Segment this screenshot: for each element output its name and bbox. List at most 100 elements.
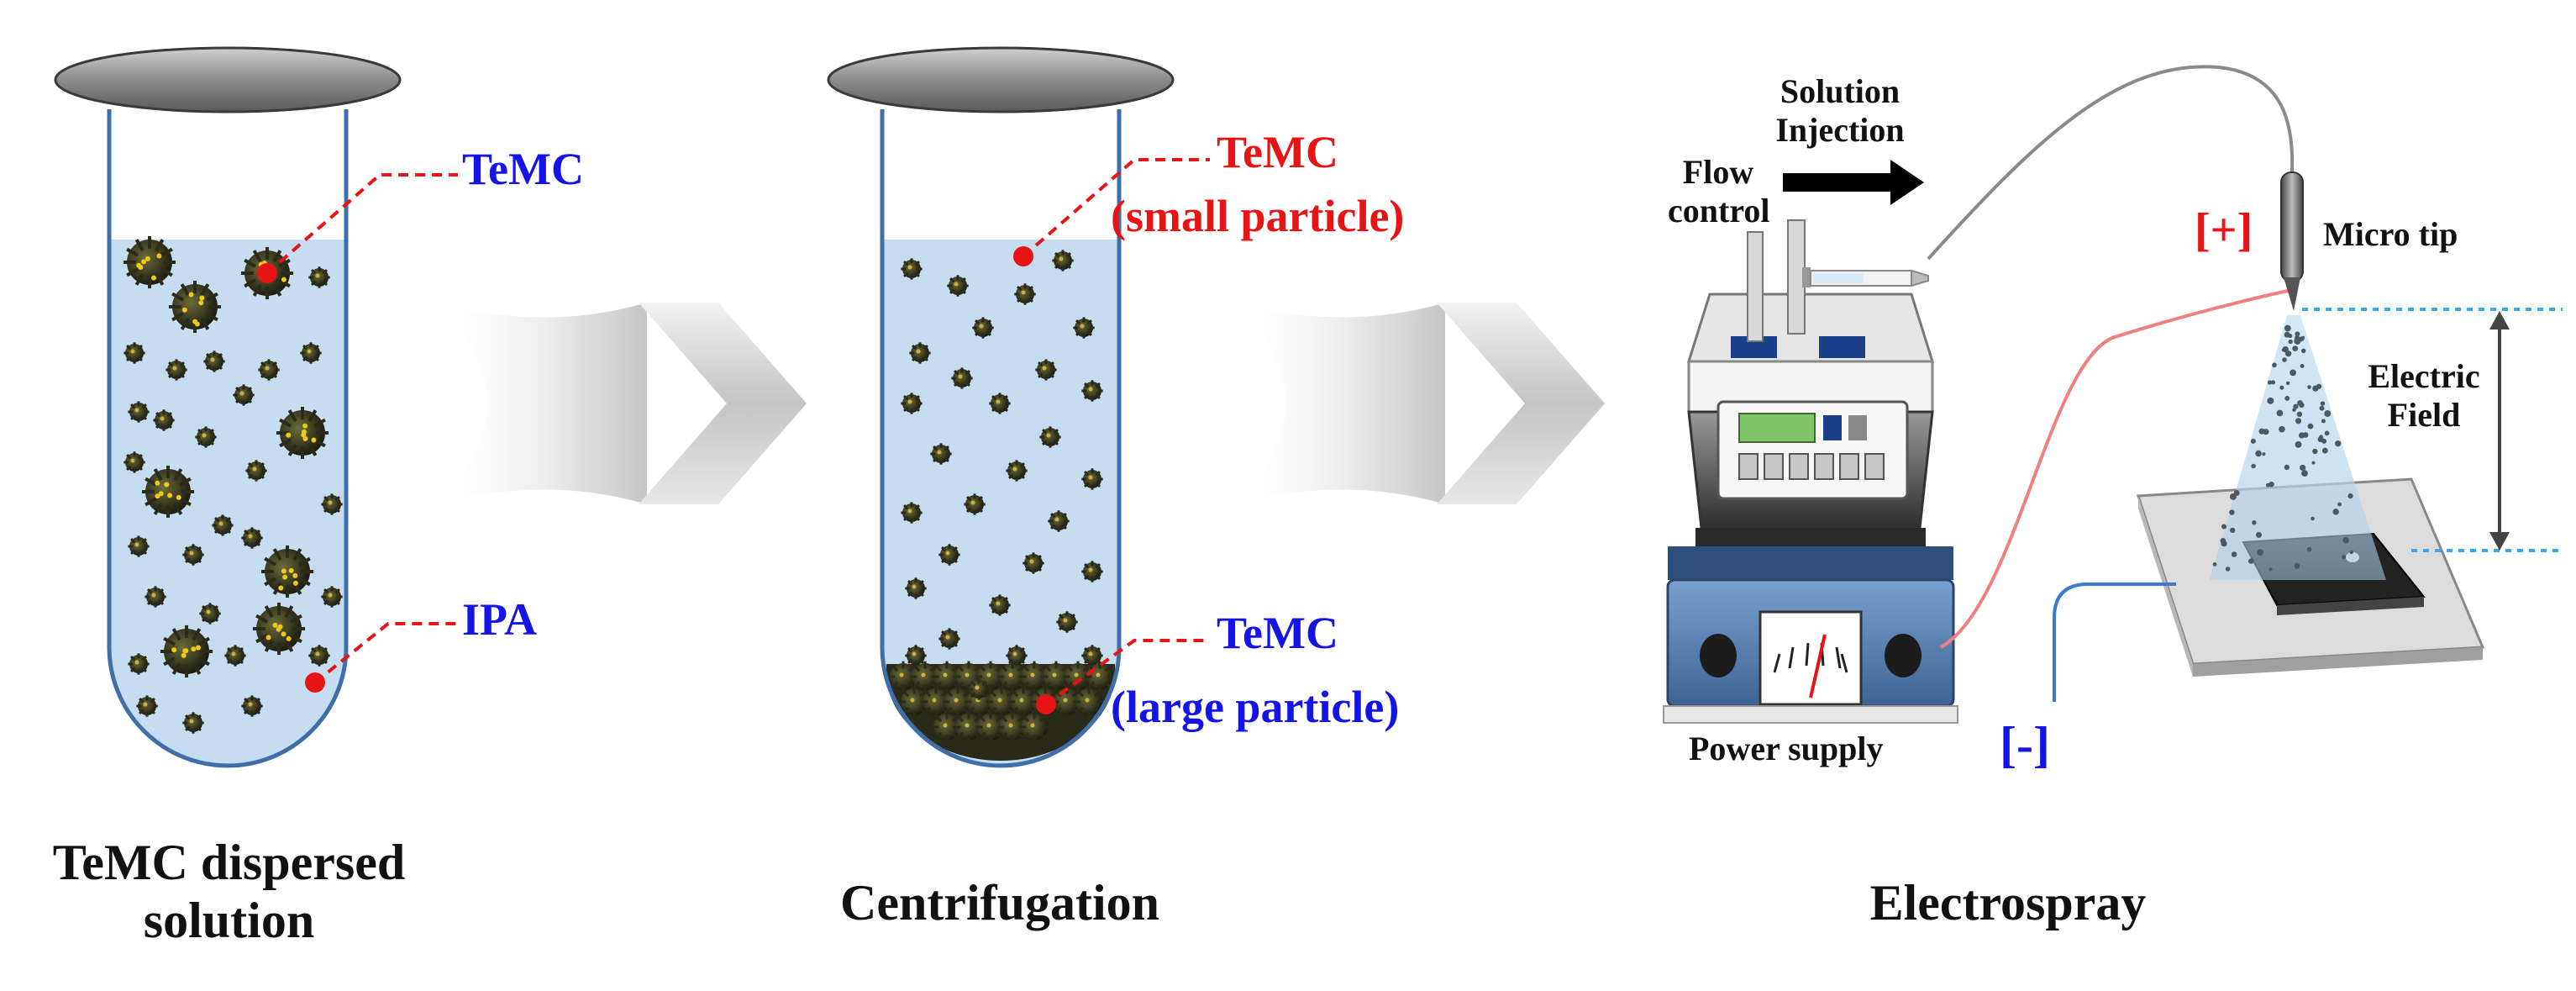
spray-droplet — [2251, 464, 2255, 468]
particle — [1035, 359, 1056, 380]
label-small-particle: (small particle) — [1111, 190, 1404, 242]
spray-droplet — [2279, 426, 2285, 433]
particle — [968, 678, 989, 699]
spray-droplet — [2316, 384, 2321, 389]
particle — [182, 544, 203, 565]
caption-stage-3: Electrospray — [1756, 874, 2260, 932]
spray-droplet — [2288, 340, 2292, 344]
spray-droplet — [2226, 567, 2231, 572]
spray-droplet — [2293, 404, 2298, 409]
spray-droplet — [2311, 461, 2315, 465]
spray-droplet — [2337, 503, 2342, 507]
particle — [308, 645, 329, 666]
particle — [166, 359, 187, 380]
spray-droplet — [2311, 517, 2315, 521]
particle — [136, 695, 157, 716]
spray-droplet — [2232, 551, 2237, 557]
particle — [901, 502, 922, 523]
spray-droplet — [2342, 537, 2349, 544]
particle — [233, 384, 254, 405]
test-tube-dispersed — [55, 48, 400, 766]
spray-droplet — [2297, 412, 2302, 417]
spray-droplet — [2325, 430, 2330, 435]
spray-droplet — [2284, 325, 2291, 332]
spray-droplet — [2282, 357, 2287, 362]
label-ipa: IPA — [462, 593, 537, 646]
particle — [938, 544, 959, 565]
label-temc: TeMC — [462, 143, 584, 195]
spray-droplet — [2312, 449, 2317, 454]
particle — [1081, 468, 1102, 489]
particle — [1081, 561, 1102, 582]
spray-droplet — [2335, 440, 2341, 446]
spray-droplet — [2268, 482, 2274, 488]
label-micro-tip: Micro tip — [2323, 215, 2458, 254]
spray-droplet — [2284, 396, 2289, 401]
particle — [972, 317, 993, 338]
particle — [128, 653, 149, 674]
particle — [947, 275, 968, 296]
spray-droplet — [2286, 382, 2289, 385]
spray-droplet — [2263, 429, 2268, 435]
particle — [203, 351, 224, 372]
spray-droplet — [2256, 532, 2262, 538]
label-negative: [-] — [2000, 716, 2050, 774]
particle — [1081, 645, 1102, 666]
particle — [124, 342, 145, 363]
particle — [321, 586, 342, 607]
process-arrow-2 — [1235, 303, 1605, 504]
particle — [1006, 460, 1027, 481]
spray-droplet — [2268, 567, 2272, 571]
particle — [300, 342, 321, 363]
label-solution-injection: Solution Injection — [1764, 72, 1916, 150]
spray-droplet — [2213, 562, 2217, 567]
label-positive: [+] — [2195, 203, 2253, 257]
particle — [245, 460, 266, 481]
label-flow-control: Flow control — [1668, 153, 1769, 230]
spray-droplet — [2295, 563, 2300, 569]
spray-droplet — [2234, 490, 2240, 496]
spray-droplet — [2255, 451, 2262, 457]
particle — [1048, 510, 1069, 531]
process-arrow-1 — [437, 303, 807, 504]
particle — [1019, 712, 1050, 743]
particle — [195, 426, 216, 447]
spray-droplet — [2321, 401, 2326, 406]
spray-droplet — [2230, 528, 2235, 533]
particle — [905, 645, 926, 666]
particle — [124, 451, 145, 472]
particle — [951, 367, 972, 388]
spray-droplet — [2252, 520, 2256, 524]
spray-droplet — [2229, 509, 2234, 514]
spray-droplet — [2295, 441, 2302, 448]
spray-droplet — [2322, 448, 2328, 454]
particle — [128, 535, 149, 556]
particle — [964, 493, 985, 514]
spray-droplet — [2262, 452, 2265, 456]
label-electric-field: Electric Field — [2361, 357, 2487, 435]
particle — [901, 393, 922, 414]
spray-droplet — [2342, 555, 2346, 559]
spray-droplet — [2300, 465, 2305, 471]
tube-lid — [55, 48, 400, 112]
spray-droplet — [2295, 338, 2301, 345]
spray-droplet — [2221, 524, 2226, 529]
spray-droplet — [2279, 386, 2284, 390]
label-large-particle: (large particle) — [1111, 681, 1399, 733]
spray-droplet — [2297, 400, 2303, 406]
spray-droplet — [2307, 547, 2312, 552]
particle — [989, 594, 1010, 615]
particle — [212, 514, 233, 535]
particle — [905, 577, 926, 598]
test-tube-centrifuged — [828, 48, 1173, 766]
negative-wire — [2054, 584, 2176, 702]
particle — [938, 628, 959, 649]
spray-droplet — [2299, 432, 2305, 438]
caption-stage-2: Centrifugation — [748, 874, 1252, 932]
particle — [308, 266, 329, 287]
particle — [321, 493, 342, 514]
spray-droplet — [2300, 364, 2305, 368]
spray-droplet — [2221, 540, 2226, 546]
spray-droplet — [2347, 493, 2353, 498]
spray-droplet — [2350, 551, 2353, 554]
